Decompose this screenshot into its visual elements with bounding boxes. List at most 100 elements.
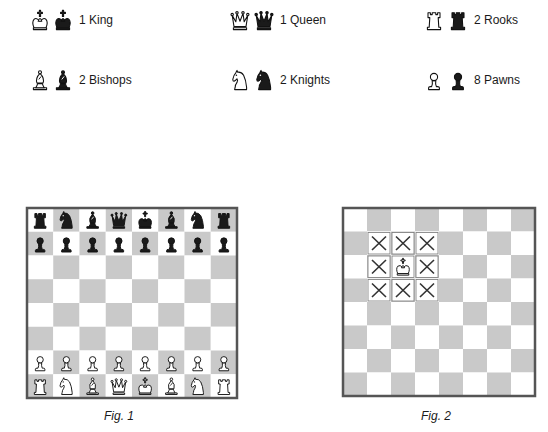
board-square	[158, 327, 184, 351]
board-square	[391, 279, 415, 303]
board-square	[439, 208, 463, 232]
board-square	[487, 232, 511, 256]
chess-piece-icon	[88, 357, 97, 371]
board-square	[211, 279, 237, 303]
piece-key	[33, 10, 465, 89]
chess-piece-icon	[166, 378, 178, 395]
board-square	[463, 326, 487, 350]
piece-part	[39, 76, 41, 79]
board-square	[367, 279, 391, 303]
piece-part	[142, 238, 148, 244]
board-square	[106, 374, 132, 398]
piece-part	[116, 357, 122, 363]
piece-part	[113, 393, 125, 395]
board-square	[415, 349, 439, 373]
piece-part	[260, 12, 262, 14]
chess-piece-icon	[218, 214, 230, 229]
piece-part	[236, 12, 238, 14]
board-square	[27, 256, 53, 280]
board-square	[158, 208, 184, 232]
board-square	[487, 302, 511, 326]
piece-part	[34, 214, 46, 229]
piece-part	[90, 214, 96, 222]
board-square	[211, 303, 237, 327]
board-square	[185, 374, 211, 398]
chess-piece-icon	[429, 73, 440, 89]
piece-part	[454, 73, 461, 80]
board-square	[211, 374, 237, 398]
piece-part	[170, 217, 172, 220]
piece-part	[194, 238, 200, 244]
board-square	[511, 255, 535, 279]
board-square	[391, 349, 415, 373]
board-square	[511, 208, 535, 232]
piece-part	[167, 244, 176, 252]
piece-part	[233, 70, 247, 89]
board-square	[367, 349, 391, 373]
chess-piece-icon	[255, 12, 273, 30]
chess-piece-icon	[87, 212, 99, 229]
piece-part	[34, 380, 46, 395]
board-square	[53, 279, 79, 303]
piece-part	[247, 13, 249, 15]
piece-part	[144, 219, 147, 221]
piece-part	[401, 258, 405, 263]
board-square	[367, 326, 391, 350]
board-square	[80, 256, 106, 280]
piece-part	[168, 380, 174, 388]
board-square	[367, 255, 391, 279]
board-square	[185, 256, 211, 280]
board-square	[185, 208, 211, 232]
board-square	[463, 232, 487, 256]
piece-part	[115, 379, 117, 381]
board-square	[367, 373, 391, 397]
board-square	[439, 373, 463, 397]
board-border	[343, 208, 535, 396]
figure-caption: Fig. 1	[104, 408, 134, 424]
piece-part	[257, 28, 270, 30]
piece-part	[397, 265, 410, 273]
board-square	[27, 327, 53, 351]
board-square	[106, 303, 132, 327]
piece-part	[62, 76, 64, 79]
board-square	[158, 351, 184, 375]
piece-part	[219, 244, 228, 252]
board-square	[415, 279, 439, 303]
board-square	[158, 232, 184, 256]
piece-part	[63, 215, 64, 216]
board-square	[80, 327, 106, 351]
piece-part	[111, 214, 113, 216]
chess-piece-icon	[114, 238, 123, 252]
piece-part	[37, 238, 43, 244]
piece-part	[62, 363, 71, 371]
board-square	[487, 279, 511, 303]
board-square	[439, 326, 463, 350]
piece-part	[125, 214, 127, 216]
chess-piece-icon	[167, 238, 176, 252]
move-square	[392, 256, 414, 278]
piece-part	[401, 265, 404, 267]
board-square	[106, 208, 132, 232]
piece-part	[88, 363, 97, 371]
board-square	[158, 279, 184, 303]
board-square	[511, 373, 535, 397]
chess-piece-icon	[193, 357, 202, 371]
board-square	[53, 232, 79, 256]
move-square	[368, 280, 390, 302]
board-square	[27, 208, 53, 232]
chess-piece-icon	[87, 378, 99, 395]
move-square	[368, 233, 390, 255]
piece-part	[256, 13, 272, 26]
move-square	[392, 280, 414, 302]
piece-part	[111, 380, 113, 382]
piece-part	[193, 363, 202, 371]
move-cross	[420, 260, 434, 274]
chess-piece-icon	[427, 13, 440, 30]
piece-part	[218, 380, 230, 395]
piece-part	[194, 215, 195, 216]
board-square	[511, 232, 535, 256]
board-square	[106, 256, 132, 280]
piece-part	[91, 378, 94, 381]
